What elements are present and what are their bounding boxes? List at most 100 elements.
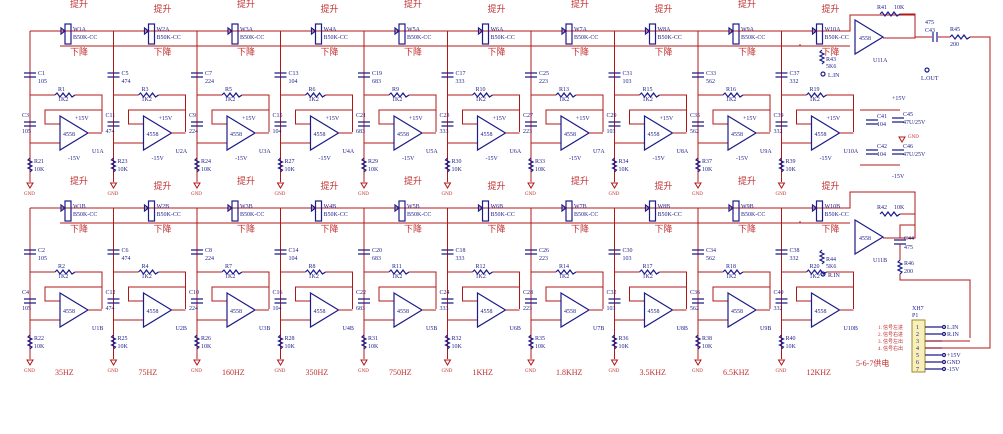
wire	[576, 271, 604, 309]
vminus-label: -15V	[569, 156, 582, 162]
res-value: 1K2	[225, 274, 235, 280]
feedback-wire	[378, 109, 436, 125]
cap-value: 683	[372, 256, 381, 262]
res-name: R45	[950, 27, 960, 33]
cap-name: C19	[372, 71, 382, 77]
pin-number: 7	[916, 367, 919, 373]
res-value: 1K2	[142, 97, 152, 103]
res-value: 200	[950, 42, 959, 48]
res-value: 1K2	[476, 274, 486, 280]
opamp	[59, 291, 90, 329]
res-name: R2	[58, 264, 65, 270]
pot-type: B50K-CC	[324, 35, 348, 41]
wire	[325, 94, 353, 132]
cap-name: C7	[205, 71, 212, 77]
pot-name: W4A	[324, 27, 338, 33]
pot-type: B50K-CC	[240, 212, 264, 218]
output-resistor	[896, 259, 904, 275]
cut-label: 下降	[70, 46, 88, 58]
cut-label: 下降	[154, 46, 172, 58]
cap-name: C5	[122, 71, 129, 77]
gnd-icon	[694, 359, 702, 366]
opamp-name: U11A	[873, 58, 888, 64]
res-value: 10K	[702, 344, 713, 350]
pin-description: 3. 信号左出	[878, 338, 903, 345]
opamp-name: U2A	[176, 149, 188, 155]
gnd-label: GND	[908, 135, 919, 140]
frequency-label: 750HZ	[389, 368, 412, 377]
resistor	[110, 334, 117, 350]
pot-name: W10A	[825, 27, 842, 33]
res-value: 10K	[368, 167, 379, 173]
gnd-icon	[527, 359, 535, 366]
opamp-name: U6B	[510, 326, 521, 332]
cap-value: 562	[706, 79, 715, 85]
resistor	[360, 334, 368, 350]
cap-name: C13	[289, 71, 299, 77]
cap-name: C46	[903, 144, 913, 150]
cap-value: 105	[22, 129, 31, 135]
opamp-type: 4558	[230, 132, 242, 138]
gnd-label: GND	[275, 192, 286, 197]
decoupling-capacitor	[866, 119, 878, 125]
gnd-icon	[610, 182, 619, 189]
cap-name: C22	[356, 290, 366, 296]
pin-terminal	[941, 359, 947, 365]
cut-label: 下降	[822, 223, 840, 235]
res-name: R12	[476, 264, 486, 270]
gnd-icon	[276, 182, 285, 189]
pot-type: B50K-CC	[407, 212, 431, 218]
vplus-label: +15V	[326, 116, 340, 122]
opamp-name: U5B	[426, 326, 437, 332]
resistor	[360, 157, 368, 173]
opamp-name: U9B	[760, 326, 771, 332]
cap-value: 105	[38, 256, 47, 262]
feedback-wire	[44, 109, 102, 125]
opamp-name: U5A	[426, 149, 438, 155]
opamp-name: U1A	[92, 149, 104, 155]
cut-label: 下降	[404, 46, 422, 58]
resistor	[555, 269, 577, 275]
cut-bus	[60, 44, 801, 47]
feedback-wire	[378, 286, 436, 302]
connector-type: XH7	[912, 306, 924, 312]
cap-value: 683	[372, 79, 381, 85]
resistor	[305, 92, 326, 98]
cap-value: 562	[690, 306, 699, 312]
potentiometer	[398, 200, 406, 222]
gnd-icon	[193, 182, 201, 189]
cut-label: 下降	[237, 46, 255, 58]
vplus-label: +15V	[660, 116, 674, 122]
pot-type: B50K-CC	[407, 35, 431, 41]
cap-value: 562	[706, 256, 715, 262]
cap-name: C32	[607, 290, 617, 296]
potentiometer	[147, 200, 156, 222]
opamp-type: 4558	[815, 309, 827, 315]
potentiometer	[648, 200, 657, 222]
cut-label: 下降	[655, 223, 673, 235]
connector-name: P1	[912, 313, 918, 319]
gnd-icon	[26, 359, 34, 366]
res-value: 10K	[535, 344, 546, 350]
res-value: 1K2	[559, 274, 569, 280]
gnd-label: GND	[358, 369, 369, 374]
cap-value: 104	[289, 256, 298, 262]
gnd-icon	[527, 182, 535, 189]
boost-label: 提升	[488, 4, 506, 15]
feedback-wire	[712, 109, 770, 125]
opamp-name: U3B	[259, 326, 270, 332]
cut-label: 下降	[488, 46, 506, 58]
wiper-arrow-icon	[811, 203, 818, 213]
pot-name: W2B	[157, 204, 170, 210]
pot-name: W6B	[491, 204, 504, 210]
opamp	[727, 291, 758, 329]
gnd-label: GND	[692, 192, 703, 197]
pin-net: +15V	[947, 353, 961, 359]
wire	[492, 271, 520, 309]
res-value: 10K	[34, 344, 45, 350]
cap-name: C41	[877, 114, 887, 120]
boost-label: 提升	[154, 4, 172, 15]
cap-name: C31	[623, 71, 633, 77]
cap-name: C16	[273, 290, 283, 296]
wiper-arrow-icon	[477, 203, 484, 213]
